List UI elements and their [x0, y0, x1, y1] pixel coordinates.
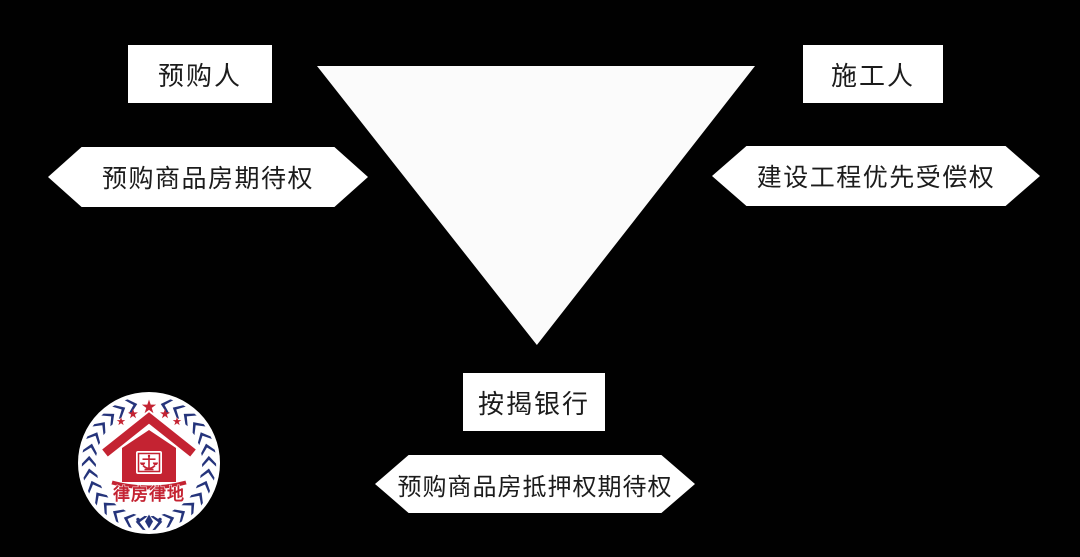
node-prebuyer: 预购人: [128, 45, 272, 103]
scales-icon: [140, 454, 158, 471]
hexagon-prebuyer-expectant-right: 预购商品房期待权: [48, 147, 368, 207]
wreath-bottom-ornament-icon: [136, 514, 162, 529]
laurel-wreath-icon: [81, 399, 217, 531]
house-icon: [102, 412, 196, 490]
node-constructor: 施工人: [803, 45, 943, 103]
hexagon-construction-priority-right: 建设工程优先受偿权: [712, 146, 1040, 206]
node-mortgage-bank: 按揭银行: [463, 373, 605, 431]
brand-logo-image: 律房律地: [78, 392, 220, 534]
inverted-triangle-shape: [317, 66, 755, 345]
brand-logo: 律房律地: [76, 390, 222, 536]
hexagon-mortgage-expectant-right: 预购商品房抵押权期待权: [375, 455, 695, 513]
brand-wordmark: 律房律地: [112, 484, 185, 504]
